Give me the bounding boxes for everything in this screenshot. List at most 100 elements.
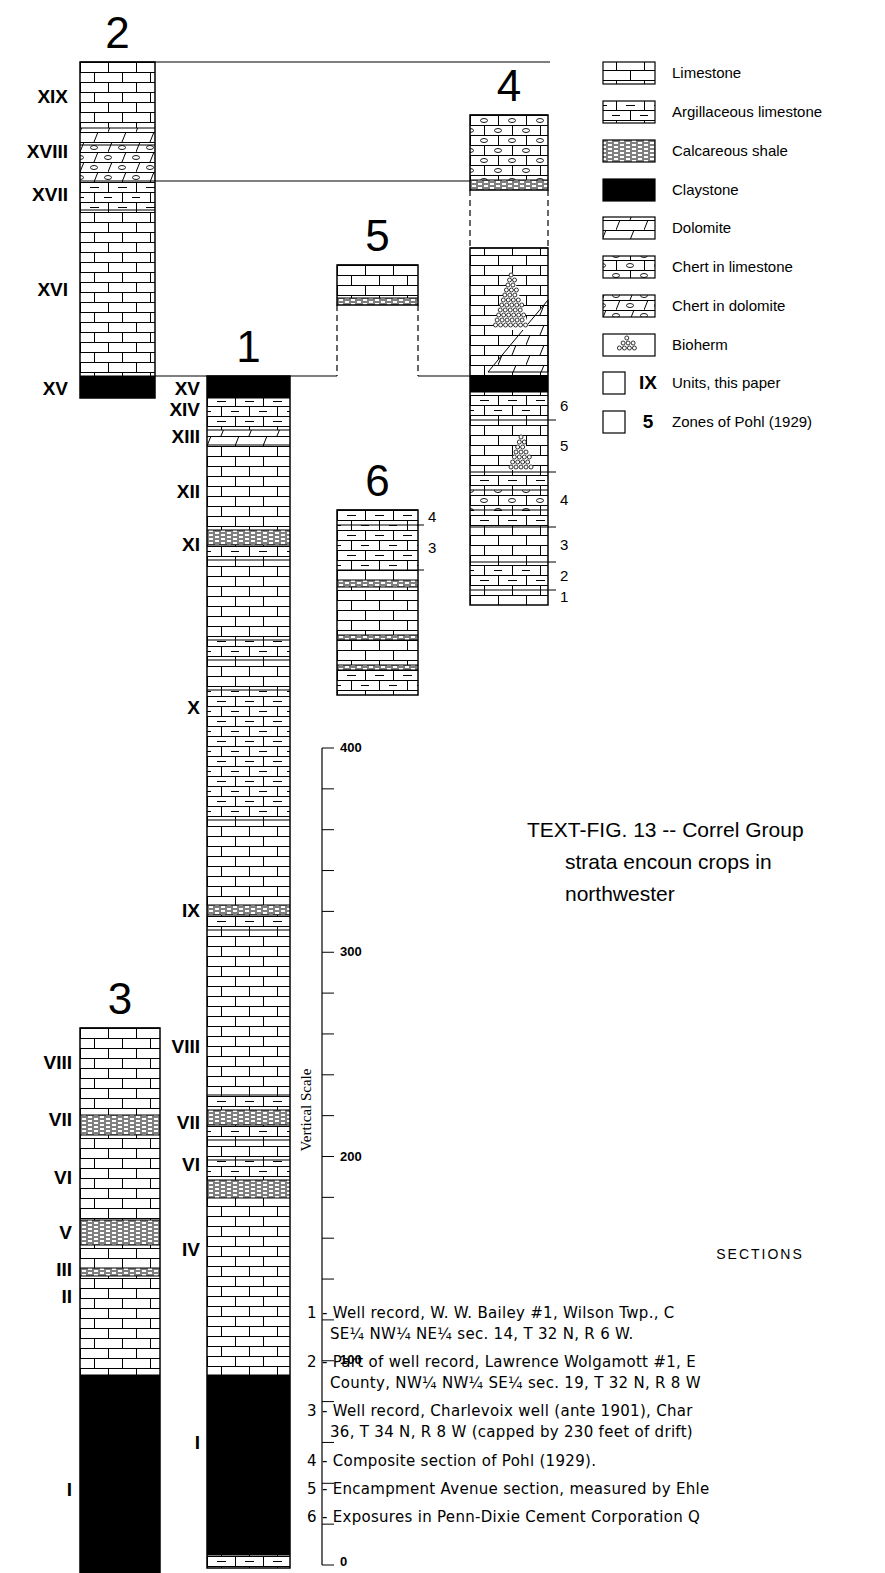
- bioherm-symbol: [511, 298, 515, 302]
- legend-text: Calcareous shale: [672, 143, 788, 160]
- bioherm-symbol: [510, 318, 514, 322]
- column-outline: [470, 115, 548, 190]
- bioherm-symbol: [625, 336, 629, 340]
- scale-tick: [322, 1197, 334, 1198]
- zone-tick: [548, 472, 556, 473]
- section-note: 6 - Exposures in Penn-Dixie Cement Corpo…: [307, 1509, 700, 1526]
- stratum: [470, 490, 548, 510]
- column-number: 3: [80, 976, 160, 1022]
- bioherm-symbol: [513, 278, 517, 282]
- stratum-boundary: [207, 904, 290, 905]
- stratum-boundary: [207, 529, 290, 530]
- unit-label: VIII: [43, 1053, 72, 1074]
- bioherm-symbol: [626, 341, 630, 345]
- stratum-boundary: [207, 544, 290, 545]
- stratum: [207, 398, 290, 430]
- stratum-boundary: [207, 1139, 290, 1140]
- stratum-boundary: [207, 914, 290, 915]
- bioherm-symbol: [514, 288, 518, 292]
- stratum-boundary: [470, 179, 548, 180]
- legend-text: Dolomite: [672, 220, 731, 237]
- strata-drawing: [207, 376, 290, 1568]
- scale-tick: [322, 1565, 334, 1566]
- column-outline: [207, 376, 290, 1568]
- bioherm-symbol: [521, 460, 525, 464]
- bioherm-ground: [615, 335, 643, 354]
- stratum: [207, 1180, 290, 1198]
- stratum-boundary: [470, 489, 548, 490]
- stratum-boundary: [207, 1554, 290, 1555]
- bioherm-symbol: [515, 318, 519, 322]
- bioherm-symbol: [495, 318, 499, 322]
- scale-number: 200: [340, 1150, 362, 1164]
- column-outline: [337, 510, 418, 695]
- strata-drawing: [337, 265, 418, 376]
- zone-number: 6: [560, 398, 568, 415]
- bioherm-symbol: [498, 308, 502, 312]
- section-note: County, NW¼ NW¼ SE¼ sec. 19, T 32 N, R 8…: [330, 1375, 701, 1392]
- stratum-boundary: [80, 209, 155, 210]
- scale-tick: [322, 1033, 334, 1034]
- bioherm-symbol: [500, 303, 504, 307]
- stratum-boundary: [337, 524, 418, 525]
- bioherm-symbol: [509, 273, 513, 277]
- stratum: [337, 580, 418, 587]
- strata-drawing: [470, 115, 548, 605]
- stratum-boundary: [337, 569, 418, 570]
- stratum-boundary: [207, 1159, 290, 1160]
- bioherm-symbol: [522, 313, 526, 317]
- bioherm-symbol: [505, 303, 509, 307]
- stratum-boundary: [337, 664, 418, 665]
- stratum-boundary: [80, 127, 155, 128]
- legend-swatch: [603, 179, 655, 201]
- bioherm-symbol: [627, 346, 631, 350]
- column-number: 5: [337, 213, 418, 259]
- bioherm-symbol: [500, 318, 504, 322]
- column-number: 4: [470, 63, 548, 109]
- stratum-boundary: [470, 589, 548, 590]
- stratum: [207, 930, 290, 1095]
- stratum: [80, 1245, 160, 1268]
- zone-number: 2: [560, 568, 568, 585]
- legend-text: Argillaceous limestone: [672, 104, 822, 121]
- stratum: [337, 570, 418, 580]
- stratum: [207, 1095, 290, 1110]
- stratum: [337, 587, 418, 635]
- sections-heading: SECTIONS: [716, 1247, 804, 1262]
- stratum: [470, 510, 548, 527]
- stratum-boundary: [207, 397, 290, 398]
- stratum: [207, 545, 290, 560]
- strata-column-box: 5: [337, 265, 418, 376]
- bioherm-symbol: [504, 288, 508, 292]
- bioherm-symbol: [621, 341, 625, 345]
- stratum: [337, 670, 418, 695]
- stratum-boundary: [337, 586, 418, 587]
- bioherm-symbol: [509, 465, 513, 469]
- strata-drawing: [80, 1028, 160, 1573]
- scale-tick: [322, 788, 334, 789]
- dashed-column-edge: [547, 190, 548, 248]
- unit-label: X: [187, 698, 200, 719]
- column-outline: [80, 1028, 160, 1573]
- scale-tick: [322, 829, 334, 830]
- stratum-boundary: [80, 1275, 160, 1276]
- stratum-boundary: [337, 669, 418, 670]
- stratum-boundary: [207, 429, 290, 430]
- stratum-boundary: [207, 659, 290, 660]
- bioherm-symbol: [516, 445, 520, 449]
- bioherm-symbol: [513, 293, 517, 297]
- stratum: [207, 1555, 290, 1568]
- bioherm-symbol: [529, 465, 533, 469]
- zone-tick: [548, 590, 556, 591]
- stratum-boundary: [80, 1219, 160, 1220]
- stratum-boundary: [80, 1374, 160, 1375]
- stratum: [80, 210, 155, 376]
- unit-label: VII: [49, 1110, 72, 1131]
- stratum-boundary: [207, 639, 290, 640]
- stratum-boundary: [207, 444, 290, 445]
- strata-drawing: [337, 510, 418, 695]
- unit-label: XII: [177, 482, 200, 503]
- dashed-column-edge: [469, 190, 470, 248]
- stratum-boundary: [80, 1267, 160, 1268]
- column-number: 6: [337, 458, 418, 504]
